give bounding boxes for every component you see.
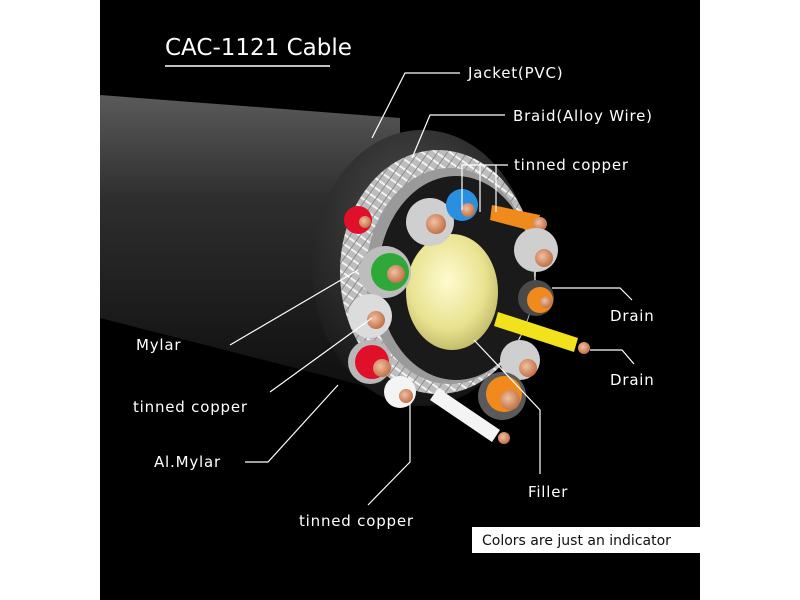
diagram-stage: CAC-1121 Cable Jacket(PVC) Braid(Alloy W… [100, 0, 700, 600]
label-al-mylar: Al.Mylar [154, 453, 221, 471]
conductor-red-top [344, 206, 372, 234]
label-drain-1: Drain [610, 307, 655, 325]
conductor-orange-bottom [478, 372, 526, 420]
conductor-white-right [514, 228, 558, 272]
leader-braid [411, 114, 505, 159]
leader-drain-2 [590, 349, 635, 365]
label-braid: Braid(Alloy Wire) [513, 107, 653, 125]
leader-al-mylar [245, 384, 339, 463]
drain-wire-yellow [494, 312, 590, 354]
label-tinned-copper-top: tinned copper [514, 156, 629, 174]
leader-filler [473, 339, 541, 474]
cable-cross-section-diagram: CAC-1121 Cable Jacket(PVC) Braid(Alloy W… [100, 35, 700, 553]
leader-tinned-copper-bottom [367, 402, 411, 506]
leader-mylar [229, 269, 359, 346]
note-text: Colors are just an indicator [482, 533, 671, 549]
leader-tinned-copper-top [461, 164, 508, 210]
conductor-orange-right [518, 280, 554, 316]
conductor-white-bottom [384, 376, 416, 408]
conductor-red-bottom [348, 340, 392, 384]
note-box [472, 527, 700, 553]
label-mylar: Mylar [136, 336, 181, 354]
conductor-green [359, 246, 411, 298]
label-tinned-copper-bottom: tinned copper [299, 512, 414, 530]
leader-drain-1 [552, 287, 633, 301]
label-filler: Filler [528, 483, 568, 501]
leader-jacket [371, 72, 460, 139]
drain-wire-white [430, 388, 510, 444]
label-tinned-copper-left: tinned copper [133, 398, 248, 416]
conductor-white-left [348, 294, 392, 338]
conductor-orange-top [490, 205, 547, 232]
leader-tinned-copper-left [269, 317, 373, 393]
conductor-white-lower-right [500, 340, 540, 380]
label-jacket: Jacket(PVC) [467, 64, 563, 82]
label-drain-2: Drain [610, 371, 655, 389]
diagram-title: CAC-1121 Cable [165, 35, 352, 61]
filler-core [406, 234, 498, 350]
conductor-white-top [406, 198, 454, 246]
